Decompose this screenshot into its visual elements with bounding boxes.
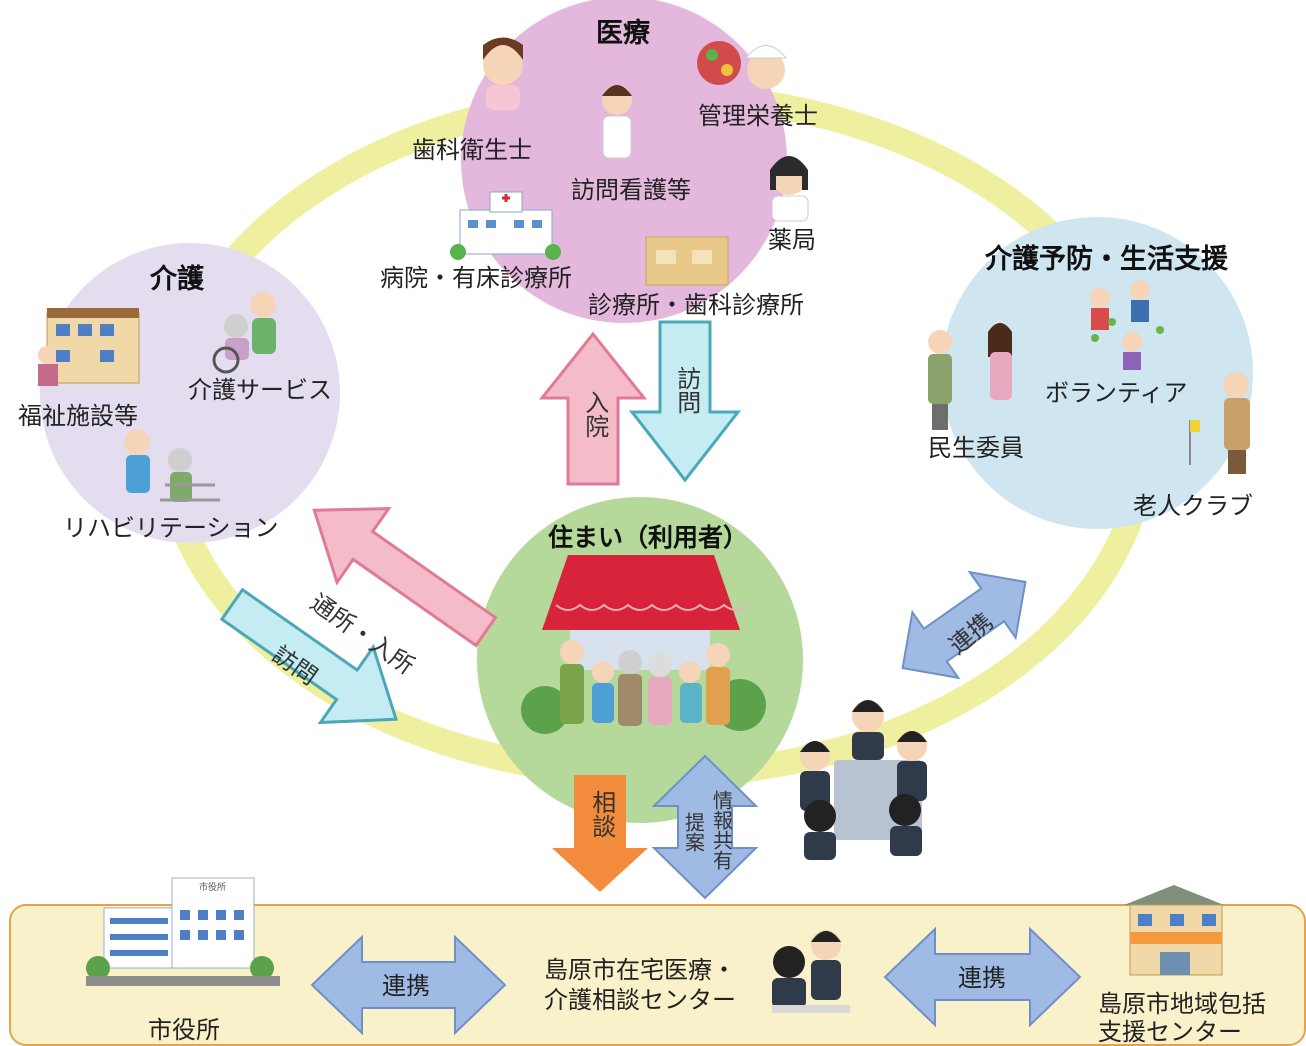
visiting-nursing-label: 訪問看護等 [571, 176, 691, 204]
proposal-label: 提案 [680, 812, 706, 857]
center-label-line1: 島原市在宅医療・ [544, 956, 736, 984]
cooperation-left-label: 連携 [382, 972, 430, 1000]
pharmacy-label: 薬局 [768, 226, 816, 254]
senior-club-figure-icon [1189, 372, 1250, 474]
admission-text: 入院 [580, 390, 609, 438]
home-title: 住まい（利用者） [548, 523, 749, 552]
visit-care-arrow [219, 587, 399, 725]
bottom-panel [9, 904, 1306, 1046]
rehabilitation-figures-icon [124, 429, 220, 502]
care-service-label: 介護サービス [188, 376, 332, 404]
hospital-building-icon [450, 191, 561, 260]
clinic-building-icon [645, 236, 729, 286]
cooperation-right-label: 連携 [958, 964, 1006, 992]
cooperation-right-arrow [883, 926, 1082, 1028]
welfare-facility-building-icon [38, 308, 140, 386]
consultation-figures-icon [772, 930, 850, 1013]
house-family-icon [521, 555, 766, 734]
proposal-text: 提案 [681, 812, 706, 852]
volunteer-figures-icon [1090, 280, 1164, 370]
welfare-commissioner-label: 民生委員 [928, 434, 1024, 462]
center-label-line2: 介護相談センター [544, 986, 736, 1014]
city-hall-building-icon [86, 877, 280, 986]
dental-hygienist-figure-icon [483, 37, 523, 110]
consultation-arrow [552, 775, 648, 892]
visiting-nurse-figure-icon [602, 85, 632, 159]
city-hall-label: 市役所 [148, 1016, 220, 1044]
admission-arrow [538, 331, 648, 486]
support-center-label-line2: 支援センター [1098, 1018, 1242, 1046]
hospital-label: 病院・有床診療所 [380, 264, 572, 292]
meeting-figures-icon [800, 700, 927, 860]
care-service-figures-icon [212, 292, 276, 374]
prevention-circle [941, 217, 1253, 529]
medical-title: 医療 [596, 18, 650, 49]
cooperation-left-arrow [310, 934, 507, 1036]
visit-medical-text: 訪問 [672, 366, 701, 414]
visit-medical-arrow [628, 320, 742, 483]
consultation-label: 相談 [585, 790, 617, 845]
visit-medical-label: 訪問 [670, 366, 702, 421]
info-share-label: 情報共有 [706, 790, 736, 875]
pharmacist-figure-icon [770, 156, 809, 222]
welfare-facility-label: 福祉施設等 [18, 402, 138, 430]
senior-club-label: 老人クラブ [1133, 492, 1253, 520]
clinic-label: 診療所・歯科診療所 [588, 291, 804, 319]
rehabilitation-label: リハビリテーション [63, 514, 279, 542]
prevention-title: 介護予防・生活支援 [985, 244, 1228, 275]
city-hall-sign: 市役所 [199, 883, 227, 893]
volunteer-label: ボランティア [1045, 379, 1188, 407]
welfare-commissioner-figures-icon [928, 323, 1012, 430]
admission-label: 入院 [578, 390, 610, 445]
care-title: 介護 [150, 264, 204, 295]
dietitian-label: 管理栄養士 [698, 102, 818, 130]
cooperation-prevention-arrow [901, 570, 1027, 680]
dental-hygienist-label: 歯科衛生士 [412, 136, 532, 164]
info-share-arrow [651, 754, 759, 900]
support-center-building-icon [1124, 885, 1224, 976]
consultation-text: 相談 [587, 790, 616, 838]
dietitian-figure-icon [697, 41, 788, 89]
info-share-text: 情報共有 [709, 790, 734, 870]
support-center-label-line1: 島原市地域包括 [1098, 990, 1266, 1018]
commute-admission-arrow [312, 507, 498, 648]
